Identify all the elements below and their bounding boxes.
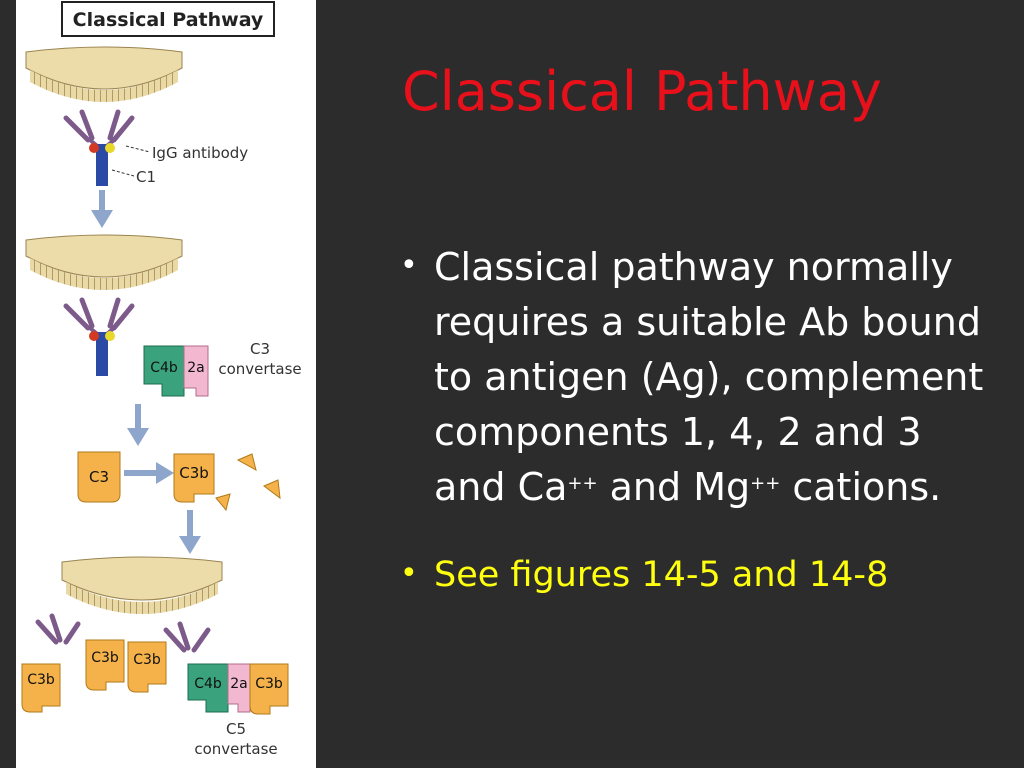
label-c3b: C3b (133, 652, 161, 668)
stage-3: C3 C3b (77, 451, 281, 512)
label-c4b: C4b (150, 360, 178, 376)
igg-antibody (63, 297, 135, 331)
stage-1: IgG antibody C1 (25, 46, 248, 186)
label-c3b: C3b (91, 650, 119, 666)
bullet-icon: • (400, 248, 418, 283)
c1-head (89, 143, 99, 153)
bullet-list: • Classical pathway normally requires a … (400, 240, 1000, 603)
membrane-layer (30, 258, 178, 290)
label-c3b: C3b (27, 672, 55, 688)
bullet-figures-reference: • See figures 14-5 and 14-8 (400, 548, 1000, 603)
diagram-header-box (61, 1, 275, 37)
bullet-icon: • (400, 556, 418, 591)
label-c4b: C4b (194, 676, 222, 692)
pathway-diagram: Classical Pathway IgG antibody C1 (21, 1, 302, 758)
c3b-block (173, 453, 215, 503)
cell-membrane (61, 556, 223, 601)
label-c2a: 2a (187, 360, 205, 376)
c3a-fragment (236, 453, 257, 471)
c1-head-yellow (105, 143, 115, 153)
label-c3: C3 (89, 468, 109, 486)
arrow-down-3 (179, 510, 201, 554)
bullet-requirements: • Classical pathway normally requires a … (400, 240, 1000, 515)
label-igg-antibody: IgG antibody (152, 144, 248, 162)
arrow-right (124, 462, 174, 484)
c2a-block (183, 345, 209, 397)
cell-membrane (25, 46, 183, 90)
arrow-down-2 (127, 404, 149, 446)
label-c3b: C3b (179, 464, 209, 482)
c3b-block (21, 663, 61, 713)
c3a-fragment (263, 479, 281, 500)
slide-title: Classical Pathway (402, 60, 882, 123)
c3a-fragment (215, 493, 231, 512)
membrane-layer (66, 582, 218, 614)
c3b-block (249, 663, 289, 715)
membrane-layer (30, 70, 178, 102)
pathway-diagram-panel: Classical Pathway IgG antibody C1 (16, 0, 316, 768)
c3-block (77, 451, 121, 503)
igg-antibody (163, 621, 211, 653)
bullet-text: Classical pathway normally requires a su… (434, 245, 984, 509)
diagram-header: Classical Pathway (73, 9, 264, 31)
c3b-block (85, 639, 125, 691)
bullet-text: See figures 14-5 and 14-8 (434, 555, 889, 595)
cell-membrane (25, 234, 183, 278)
label-c1: C1 (136, 168, 156, 186)
stage-4: C3b C3b C3b C4b 2a C3b C5 convertase (21, 556, 289, 758)
label-c3b: C3b (255, 676, 283, 692)
label-c5-convertase-2: convertase (194, 740, 277, 758)
igg-antibody (63, 109, 135, 143)
label-c3-convertase-1: C3 (250, 340, 270, 358)
label-c5-convertase-1: C5 (226, 720, 246, 738)
c1-stalk (96, 332, 108, 376)
arrow-down-1 (91, 190, 113, 228)
igg-antibody (35, 613, 81, 645)
stage-2: C4b 2a C3 convertase (25, 234, 302, 397)
c3b-block (127, 641, 167, 693)
label-c2a: 2a (230, 676, 248, 692)
label-c3-convertase-2: convertase (218, 360, 301, 378)
c1-stalk (96, 144, 108, 186)
